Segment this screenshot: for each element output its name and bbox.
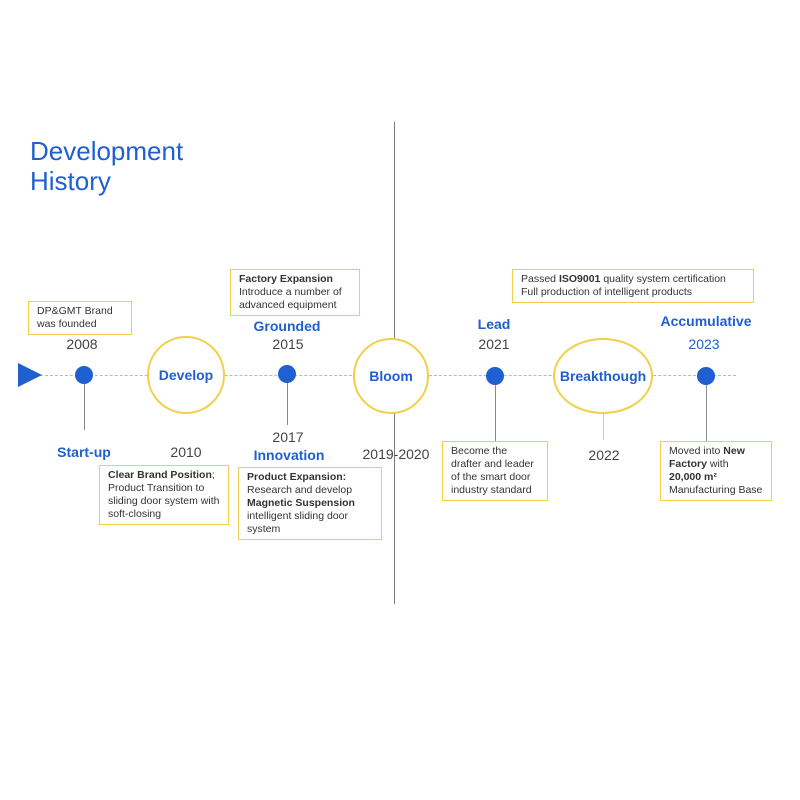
milestone-dot-2023 (697, 367, 715, 385)
milestone-dot-2015 (278, 365, 296, 383)
year-2015: 2015 (272, 336, 304, 352)
ring-develop: Develop (147, 336, 225, 414)
startup-note: DP&GMT Brand was founded (28, 301, 132, 335)
play-arrow-icon (18, 363, 42, 387)
stem-2023 (706, 385, 707, 441)
stage-lead: Lead (477, 316, 511, 332)
innovation-note: Product Expansion: Research and develop … (238, 467, 382, 540)
stage-innovation: Innovation (253, 447, 325, 463)
stem-2021 (495, 385, 496, 441)
year-2023: 2023 (688, 336, 720, 352)
title-line-2: History (30, 166, 111, 196)
lead-note: Become the drafter and leader of the sma… (442, 441, 548, 501)
page-title: Development History (30, 136, 270, 196)
ring-breakthrough: Breakthough (553, 338, 653, 414)
stem-2008 (84, 384, 85, 430)
stage-accumulative: Accumulative (660, 313, 752, 329)
milestone-dot-2008 (75, 366, 93, 384)
year-2021: 2021 (478, 336, 510, 352)
year-2017: 2017 (272, 429, 304, 445)
breakthrough-note: Passed ISO9001 quality system certificat… (512, 269, 754, 303)
year-2008: 2008 (66, 336, 98, 352)
stage-startup: Start-up (57, 444, 111, 460)
stem-2015 (287, 383, 288, 425)
develop-note: Clear Brand Position; Product Transition… (99, 465, 229, 525)
year-2010: 2010 (170, 444, 202, 460)
milestone-dot-2021 (486, 367, 504, 385)
ring-bloom: Bloom (353, 338, 429, 414)
year-2019-2020: 2019-2020 (362, 446, 430, 462)
stage-grounded: Grounded (253, 318, 321, 334)
accumulative-note: Moved into New Factory with 20,000 m² Ma… (660, 441, 772, 501)
title-line-1: Development (30, 136, 184, 166)
grounded-note: Factory Expansion Introduce a number of … (230, 269, 360, 316)
year-2022: 2022 (588, 447, 620, 463)
stem-2022 (603, 414, 604, 440)
